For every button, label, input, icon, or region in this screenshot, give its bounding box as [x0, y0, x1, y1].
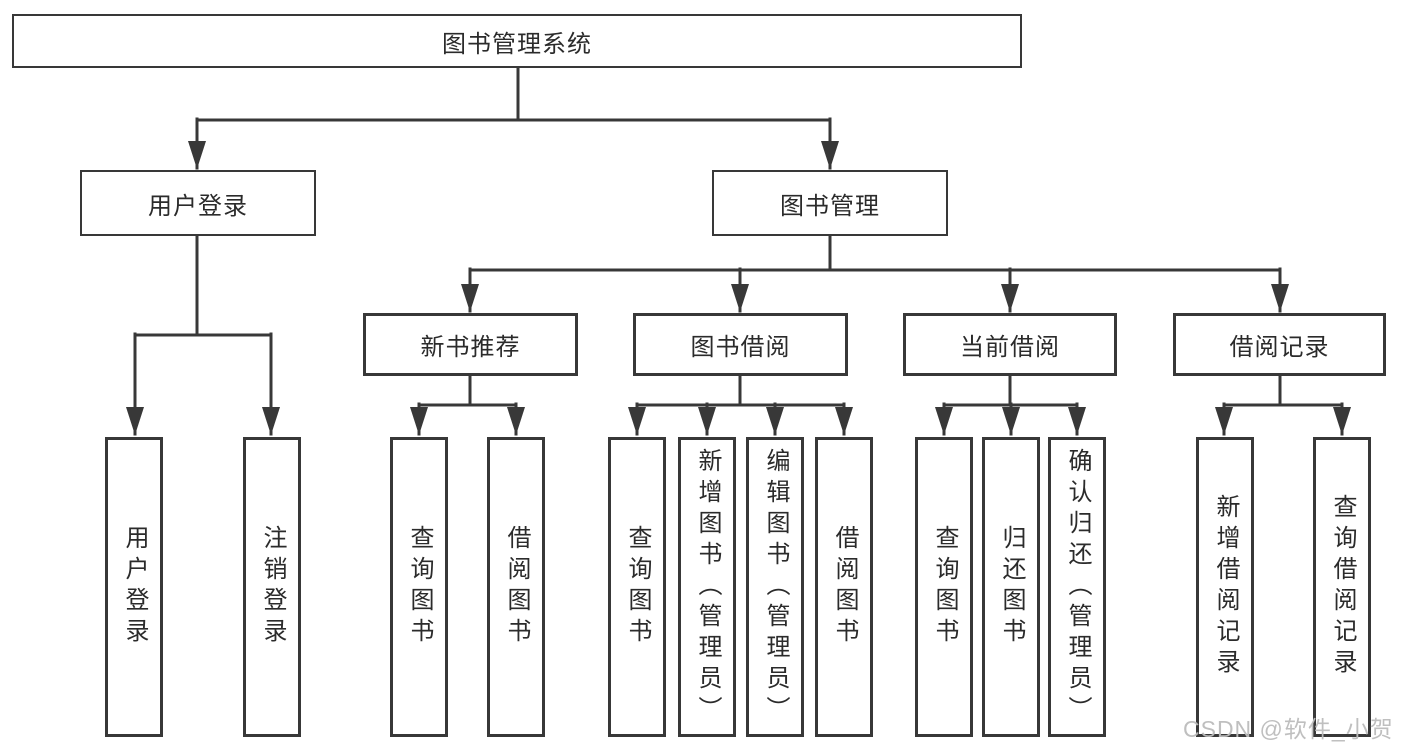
node-new-book-recommend: 新书推荐 — [363, 313, 578, 376]
leaf-label: 编辑图书（管理员） — [762, 447, 789, 727]
node-label: 图书管理系统 — [442, 30, 592, 58]
node-label: 借阅记录 — [1229, 334, 1330, 361]
leaf-borrow-books-recommend: 借阅图书 — [487, 437, 545, 737]
node-label: 新书推荐 — [420, 334, 521, 361]
node-label: 用户登录 — [148, 192, 248, 220]
leaf-borrow-books: 借阅图书 — [815, 437, 873, 737]
node-label: 图书管理 — [780, 192, 880, 220]
leaf-query-books-current: 查询图书 — [915, 437, 973, 737]
leaf-user-login: 用户登录 — [105, 437, 163, 737]
node-current-borrow: 当前借阅 — [903, 313, 1117, 376]
leaf-label: 注销登录 — [259, 525, 286, 649]
leaf-label: 新增借阅记录 — [1212, 494, 1239, 680]
node-borrow-records: 借阅记录 — [1173, 313, 1386, 376]
leaf-label: 查询图书 — [931, 525, 958, 649]
leaf-label: 查询图书 — [406, 525, 433, 649]
leaf-label: 查询借阅记录 — [1329, 494, 1356, 680]
leaf-label: 确认归还（管理员） — [1064, 447, 1091, 727]
leaf-return-book: 归还图书 — [982, 437, 1040, 737]
leaf-label: 新增图书（管理员） — [694, 447, 721, 727]
node-label: 图书借阅 — [690, 334, 791, 361]
leaf-logout: 注销登录 — [243, 437, 301, 737]
node-book-management: 图书管理 — [712, 170, 948, 236]
leaf-label: 借阅图书 — [831, 525, 858, 649]
leaf-edit-book-admin: 编辑图书（管理员） — [746, 437, 804, 737]
leaf-add-book-admin: 新增图书（管理员） — [678, 437, 736, 737]
node-user-login: 用户登录 — [80, 170, 316, 236]
node-book-borrow: 图书借阅 — [633, 313, 848, 376]
leaf-label: 查询图书 — [624, 525, 651, 649]
leaf-label: 用户登录 — [121, 525, 148, 649]
leaf-query-borrow-record: 查询借阅记录 — [1313, 437, 1371, 737]
leaf-label: 借阅图书 — [503, 525, 530, 649]
node-label: 当前借阅 — [960, 334, 1060, 361]
connector-group — [126, 66, 1351, 436]
node-root-system: 图书管理系统 — [12, 14, 1022, 68]
leaf-query-books-borrow: 查询图书 — [608, 437, 666, 737]
csdn-watermark: CSDN @软件_小贺同学 — [1183, 716, 1394, 742]
leaf-label: 归还图书 — [998, 525, 1025, 649]
leaf-query-books-recommend: 查询图书 — [390, 437, 448, 737]
leaf-confirm-return-admin: 确认归还（管理员） — [1048, 437, 1106, 737]
leaf-add-borrow-record: 新增借阅记录 — [1196, 437, 1254, 737]
